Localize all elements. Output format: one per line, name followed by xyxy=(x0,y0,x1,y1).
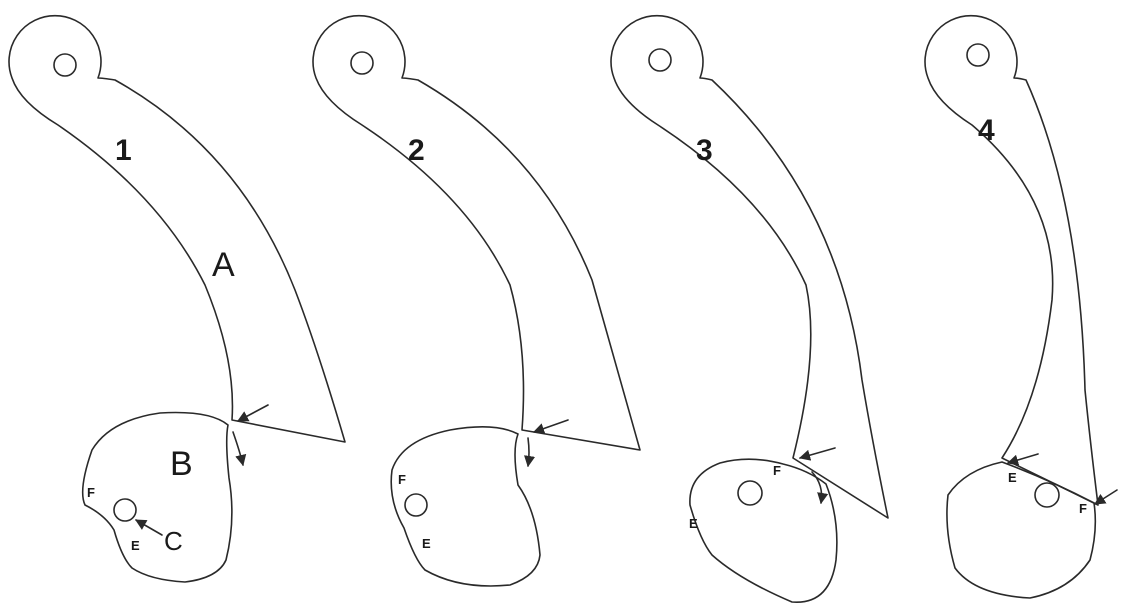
lever-pivot-hole xyxy=(53,53,77,77)
lever-pivot-hole xyxy=(350,51,374,75)
panel-2: 2 F E xyxy=(312,14,641,587)
pin-pointer xyxy=(135,519,163,536)
lever-pivot-hole xyxy=(648,48,672,72)
rotation-arrow xyxy=(232,431,247,467)
panel-3: 3 F E xyxy=(610,14,889,603)
panel-1: 1 A B C F E xyxy=(8,14,346,583)
point-label-e: E xyxy=(131,538,140,553)
panel-number: 1 xyxy=(115,134,132,167)
panel-number: 3 xyxy=(696,134,713,167)
lever-outline xyxy=(610,14,889,519)
cam-pin-hole xyxy=(113,498,137,522)
point-label-e: E xyxy=(689,516,698,531)
lever-outline xyxy=(8,14,346,443)
point-label-f: F xyxy=(1079,501,1087,516)
point-label-f: F xyxy=(773,463,781,478)
point-label-f: F xyxy=(87,485,95,500)
point-label-e: E xyxy=(422,536,431,551)
point-label-f: F xyxy=(398,472,406,487)
point-label-e: E xyxy=(1008,470,1017,485)
lever-label-a: A xyxy=(212,246,235,284)
lever-outline xyxy=(924,14,1099,506)
panel-number: 2 xyxy=(408,134,425,167)
pin-label-c: C xyxy=(164,526,183,556)
rotation-arrow xyxy=(811,471,829,505)
rotation-arrow xyxy=(523,437,536,468)
contact-arrow-f xyxy=(1094,489,1118,505)
cam-outline xyxy=(81,411,233,583)
cam-pin-hole xyxy=(404,493,428,517)
cam-outline xyxy=(390,426,541,587)
panel-4: 4 E F xyxy=(924,14,1118,599)
contact-arrow xyxy=(532,419,569,434)
panel-number: 4 xyxy=(978,114,995,147)
cam-pin-hole xyxy=(1034,482,1060,508)
contact-arrow xyxy=(237,404,269,422)
cam-pin-hole xyxy=(737,480,763,506)
cam-outline xyxy=(689,458,838,603)
contact-arrow xyxy=(798,447,836,461)
cam-outline xyxy=(946,461,1097,599)
lever-pivot-hole xyxy=(966,43,990,67)
lever-outline xyxy=(312,14,641,451)
cam-label-b: B xyxy=(170,445,193,483)
contact-arrow-e xyxy=(1006,453,1039,466)
